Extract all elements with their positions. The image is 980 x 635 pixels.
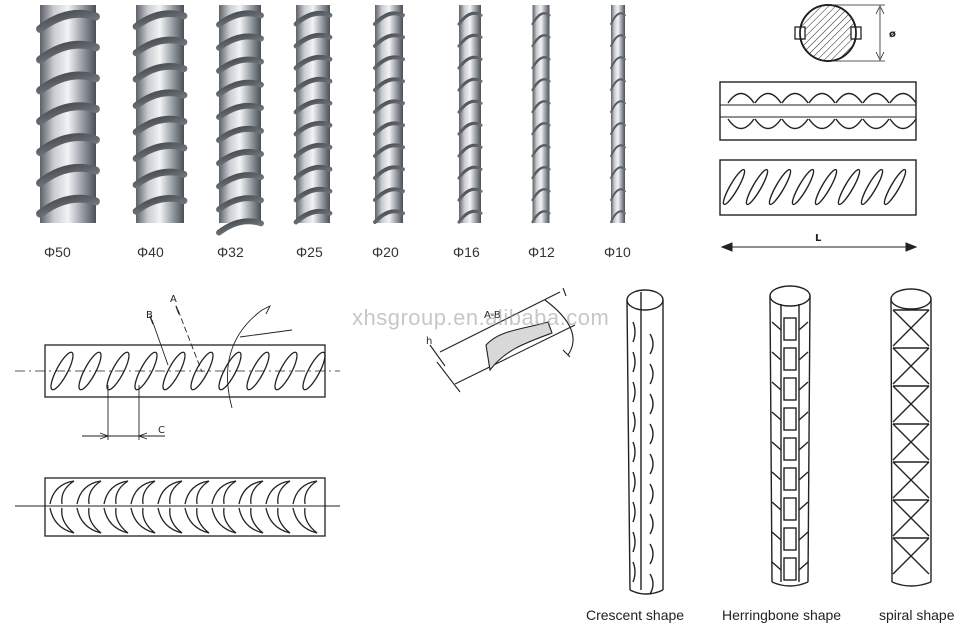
crescent-shape-bar	[626, 289, 664, 595]
rebar-photo	[457, 5, 483, 224]
size-label-25: Φ25	[296, 244, 323, 260]
rib-profile-diagram	[429, 287, 576, 393]
size-label-40: Φ40	[137, 244, 164, 260]
diameter-label: ø	[889, 29, 896, 40]
rib-label-a: A	[170, 294, 177, 305]
section-label: A-B	[484, 310, 501, 321]
rib-angle-diagram	[15, 304, 340, 440]
rib-label-c: C	[158, 425, 165, 436]
side-view-diagonal	[719, 159, 917, 216]
herringbone-shape-bar	[769, 285, 811, 587]
length-dimension	[720, 242, 918, 252]
size-label-10: Φ10	[604, 244, 631, 260]
rebar-photo	[36, 5, 100, 223]
length-label: L	[815, 233, 822, 244]
size-label-12: Φ12	[528, 244, 555, 260]
spiral-shape-bar	[890, 288, 932, 587]
rebar-photo	[132, 5, 188, 223]
crescent-side-view	[15, 477, 340, 537]
size-label-20: Φ20	[372, 244, 399, 260]
rebar-photo-row	[36, 5, 626, 236]
height-label: h	[426, 336, 432, 347]
crescent-shape-label: Crescent shape	[586, 607, 685, 623]
rebar-photo	[610, 5, 626, 224]
herringbone-shape-label: Herringbone shape	[722, 607, 842, 623]
watermark-text: xhsgroup.en.alibaba.com	[352, 305, 610, 330]
side-view-crescent	[719, 81, 917, 141]
rebar-photo	[373, 5, 405, 225]
rebar-photo	[216, 5, 264, 236]
rebar-photo	[293, 5, 333, 225]
spiral-shape-label: spiral shape	[879, 607, 955, 623]
size-label-32: Φ32	[217, 244, 244, 260]
size-label-16: Φ16	[453, 244, 480, 260]
size-label-50: Φ50	[44, 244, 71, 260]
cross-section-diagram	[794, 4, 885, 62]
rebar-photo	[531, 5, 551, 224]
rib-label-b: B	[146, 310, 153, 321]
